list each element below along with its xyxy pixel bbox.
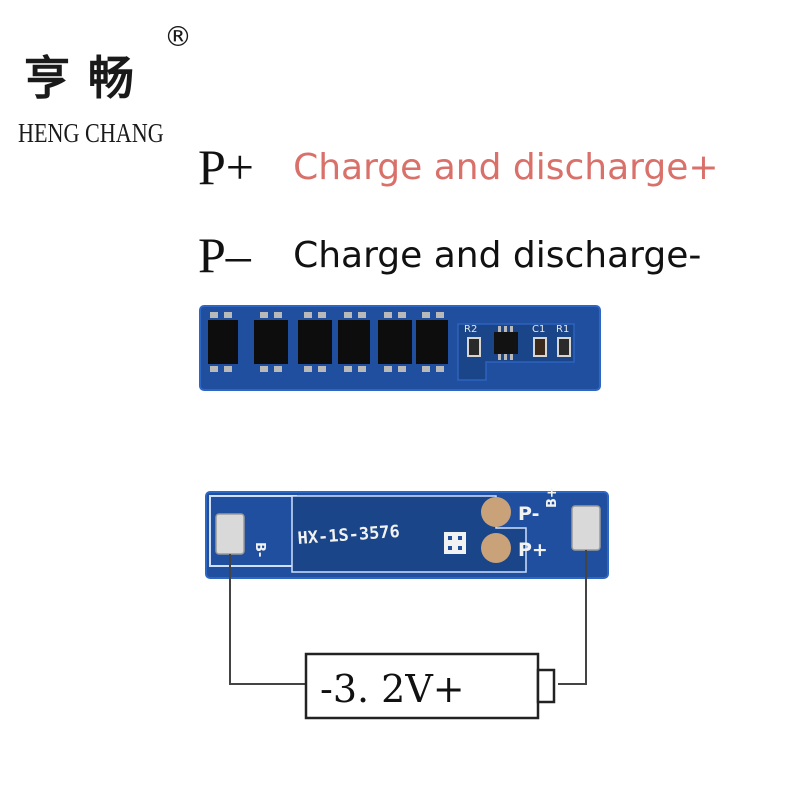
mosfet-chip xyxy=(254,312,288,372)
protection-ic xyxy=(494,326,518,360)
mosfet-chip-row xyxy=(208,312,448,372)
pin-description-p-plus: Charge and discharge+ xyxy=(293,146,719,188)
wire-b-minus xyxy=(229,554,306,685)
battery-voltage-label: -3. 2V+ xyxy=(320,667,465,711)
mosfet-chip xyxy=(298,312,332,372)
label-r2: R2 xyxy=(464,324,477,335)
pin-label-p-plus: P+ xyxy=(198,139,255,195)
b-minus-pad xyxy=(215,513,245,555)
p-minus-pad xyxy=(481,497,511,527)
wire-b-plus xyxy=(558,550,587,685)
registered-mark: ® xyxy=(164,20,192,53)
pcb-bottom-trace xyxy=(291,495,527,573)
resistor-r2 xyxy=(467,337,481,357)
mosfet-chip xyxy=(416,312,448,372)
battery-terminal xyxy=(536,668,556,704)
pcb-top-view: R2 C1 R1 xyxy=(199,305,601,391)
legend-row-p-minus: P– Charge and discharge- xyxy=(198,226,701,284)
mosfet-chip xyxy=(208,312,238,372)
label-p-minus: P- xyxy=(518,503,539,525)
brand-name-cn: 亨畅 xyxy=(24,51,152,105)
brand-name-en: HENG CHANG xyxy=(18,118,164,148)
label-r1: R1 xyxy=(556,324,569,335)
mosfet-chip xyxy=(338,312,370,372)
brand-logo: 亨畅 ® HENG CHANG xyxy=(18,18,218,158)
label-c1: C1 xyxy=(532,324,545,335)
battery-body xyxy=(304,652,540,720)
legend-row-p-plus: P+ Charge and discharge+ xyxy=(198,138,719,196)
label-b-plus: B+ xyxy=(545,487,560,508)
test-pad-grid xyxy=(444,532,466,554)
pin-label-p-minus: P– xyxy=(198,227,251,283)
mosfet-chip xyxy=(378,312,412,372)
b-plus-pad xyxy=(571,505,601,551)
capacitor-c1 xyxy=(533,337,547,357)
label-b-minus: B- xyxy=(252,542,267,557)
p-plus-pad xyxy=(481,533,511,563)
resistor-r1 xyxy=(557,337,571,357)
pcb-bottom-wiring-diagram: B- HX-1S-3576 P- P+ B+ -3. 2V+ xyxy=(205,487,609,720)
label-p-plus: P+ xyxy=(518,539,548,561)
pin-description-p-minus: Charge and discharge- xyxy=(293,234,702,276)
